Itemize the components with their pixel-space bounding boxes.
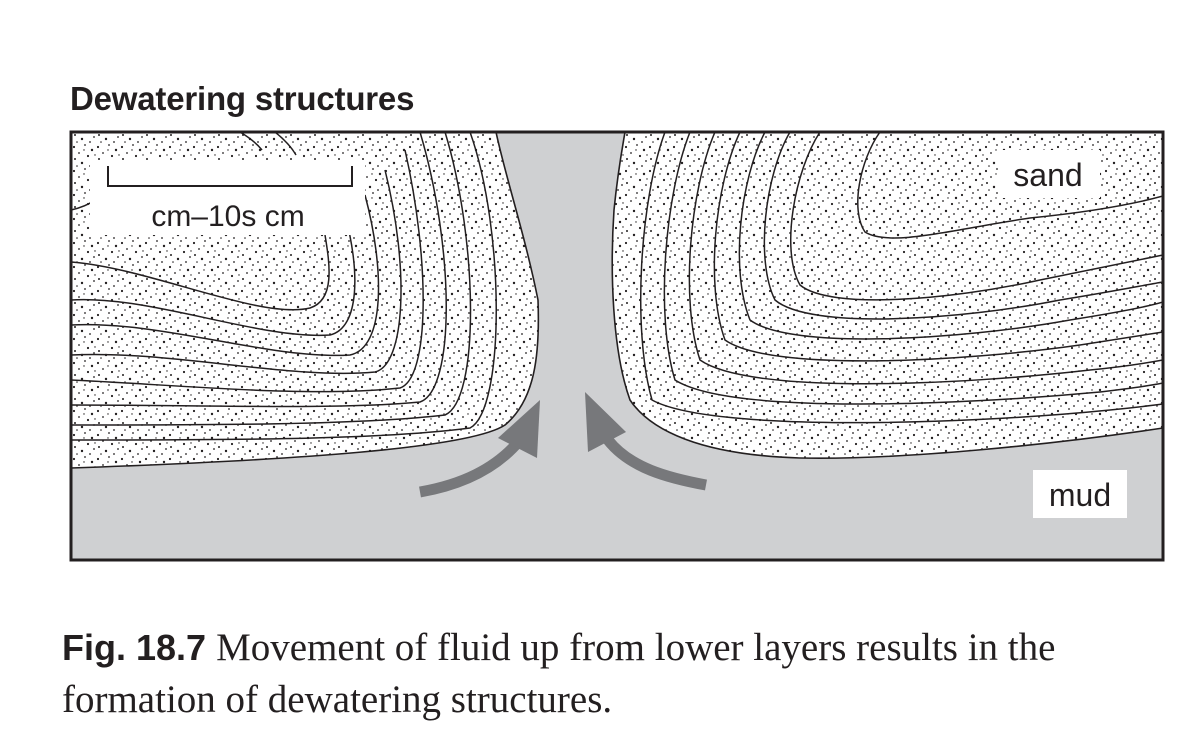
- mud-label-background: [1033, 470, 1127, 518]
- sand-label-background: [998, 150, 1100, 198]
- left-fluid-arrow: [419, 400, 540, 498]
- dewatering-diagram: cm–10s cm sand mud: [69, 130, 1165, 562]
- scale-label: cm–10s cm: [151, 200, 304, 233]
- right-fluid-arrow: [585, 392, 707, 491]
- caption-text: Movement of fluid up from lower layers r…: [62, 626, 1056, 721]
- right-bedding-lines: [640, 132, 1163, 424]
- sand-label: sand: [1013, 157, 1082, 193]
- left-bedding-lines: [71, 132, 497, 441]
- scale-bar: [107, 166, 353, 187]
- left-sand-boundary: [71, 132, 540, 469]
- figure-number: Fig. 18.7: [62, 627, 207, 668]
- mud-label: mud: [1049, 477, 1111, 513]
- diagram-title: Dewatering structures: [70, 80, 415, 117]
- scale-bar-background: [90, 160, 365, 235]
- diagram-frame: [69, 130, 1165, 562]
- right-sand-boundary: [611, 132, 1163, 459]
